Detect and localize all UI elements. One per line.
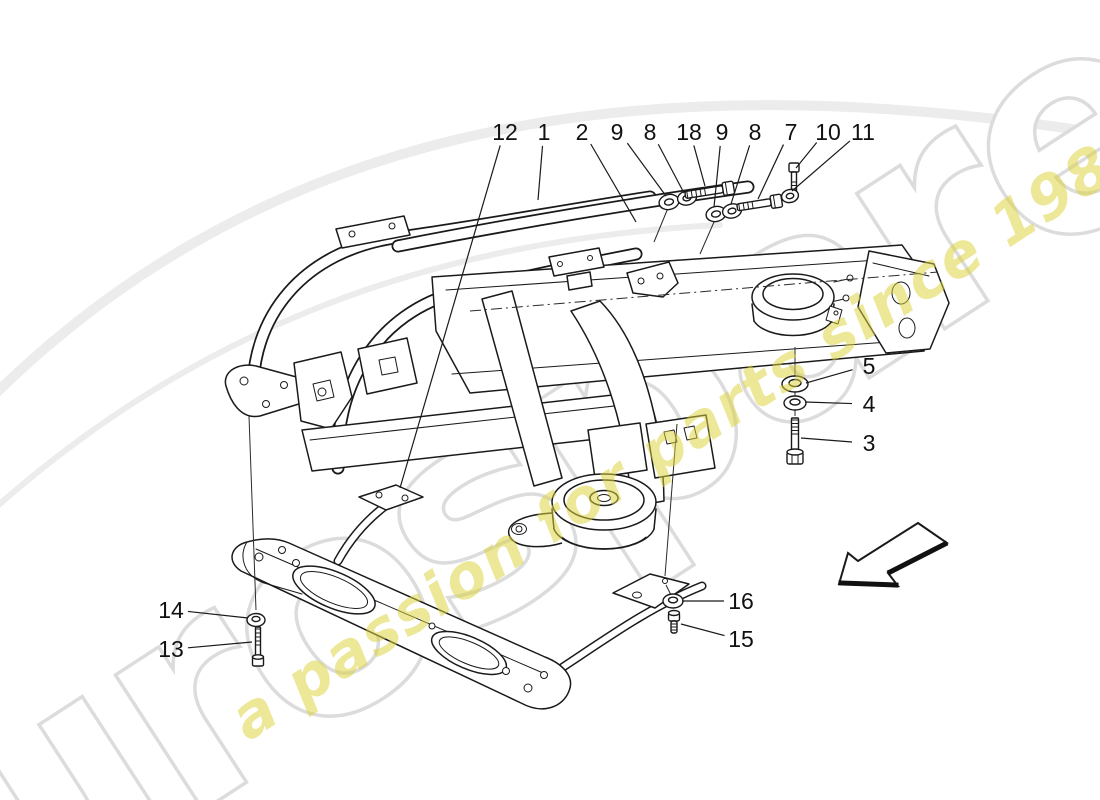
leader-line-14 (187, 610, 249, 619)
lower-crossmember (231, 538, 707, 710)
leader-line-11 (791, 140, 851, 192)
leader-line-18 (693, 145, 706, 187)
callout-9[interactable]: 9 (611, 119, 624, 145)
leader-line-4 (804, 401, 853, 405)
leader-line-2 (590, 143, 637, 223)
callout-15[interactable]: 15 (728, 626, 754, 652)
leader-line-9 (626, 142, 667, 197)
callout-9[interactable]: 9 (716, 119, 729, 145)
direction-arrow-icon (837, 521, 949, 588)
bolt-7 (736, 193, 784, 212)
callout-18[interactable]: 18 (676, 119, 702, 145)
callout-11[interactable]: 11 (851, 119, 875, 145)
leader-line-8 (657, 143, 685, 194)
leader-line-13 (187, 641, 253, 649)
callout-4[interactable]: 4 (863, 391, 876, 417)
callout-5[interactable]: 5 (863, 353, 876, 379)
watermark-swoosh-mid (0, 222, 723, 508)
washer-5 (781, 375, 809, 393)
strut-bracket (333, 484, 424, 566)
callout-1[interactable]: 1 (538, 119, 551, 145)
leader-line-12 (399, 145, 501, 489)
callout-8[interactable]: 8 (749, 119, 762, 145)
callout-2[interactable]: 2 (576, 119, 589, 145)
washer-14 (246, 612, 266, 628)
callout-7[interactable]: 7 (785, 119, 798, 145)
bolt-13 (251, 626, 265, 667)
rear-bracket-plate (612, 573, 690, 609)
bolt-18 (684, 180, 736, 199)
leader-line-1 (537, 145, 544, 201)
hardware-layer (246, 162, 809, 667)
leader-line-5 (805, 369, 853, 384)
callout-3[interactable]: 3 (863, 430, 876, 456)
leader-line-10 (795, 142, 818, 169)
end-bracket (857, 250, 950, 354)
watermark-swoosh-top (0, 100, 1100, 397)
callout-10[interactable]: 10 (815, 119, 841, 145)
leader-line-8 (730, 145, 751, 205)
callout-12[interactable]: 12 (492, 119, 518, 145)
washer-16 (662, 593, 684, 609)
center-rubber-mount (507, 473, 657, 550)
callout-14[interactable]: 14 (158, 597, 184, 623)
leader-line-9 (713, 145, 721, 208)
bolt-15 (667, 609, 681, 634)
washer-11 (780, 188, 800, 204)
leader-line-15 (680, 623, 725, 637)
washer-9a (658, 193, 680, 211)
washer-4 (783, 395, 807, 411)
callout-16[interactable]: 16 (728, 588, 754, 614)
leader-line-7 (757, 144, 785, 200)
leader-line-3 (800, 437, 853, 443)
callout-13[interactable]: 13 (158, 636, 184, 662)
bolt-3 (786, 417, 804, 465)
callout-8[interactable]: 8 (644, 119, 657, 145)
